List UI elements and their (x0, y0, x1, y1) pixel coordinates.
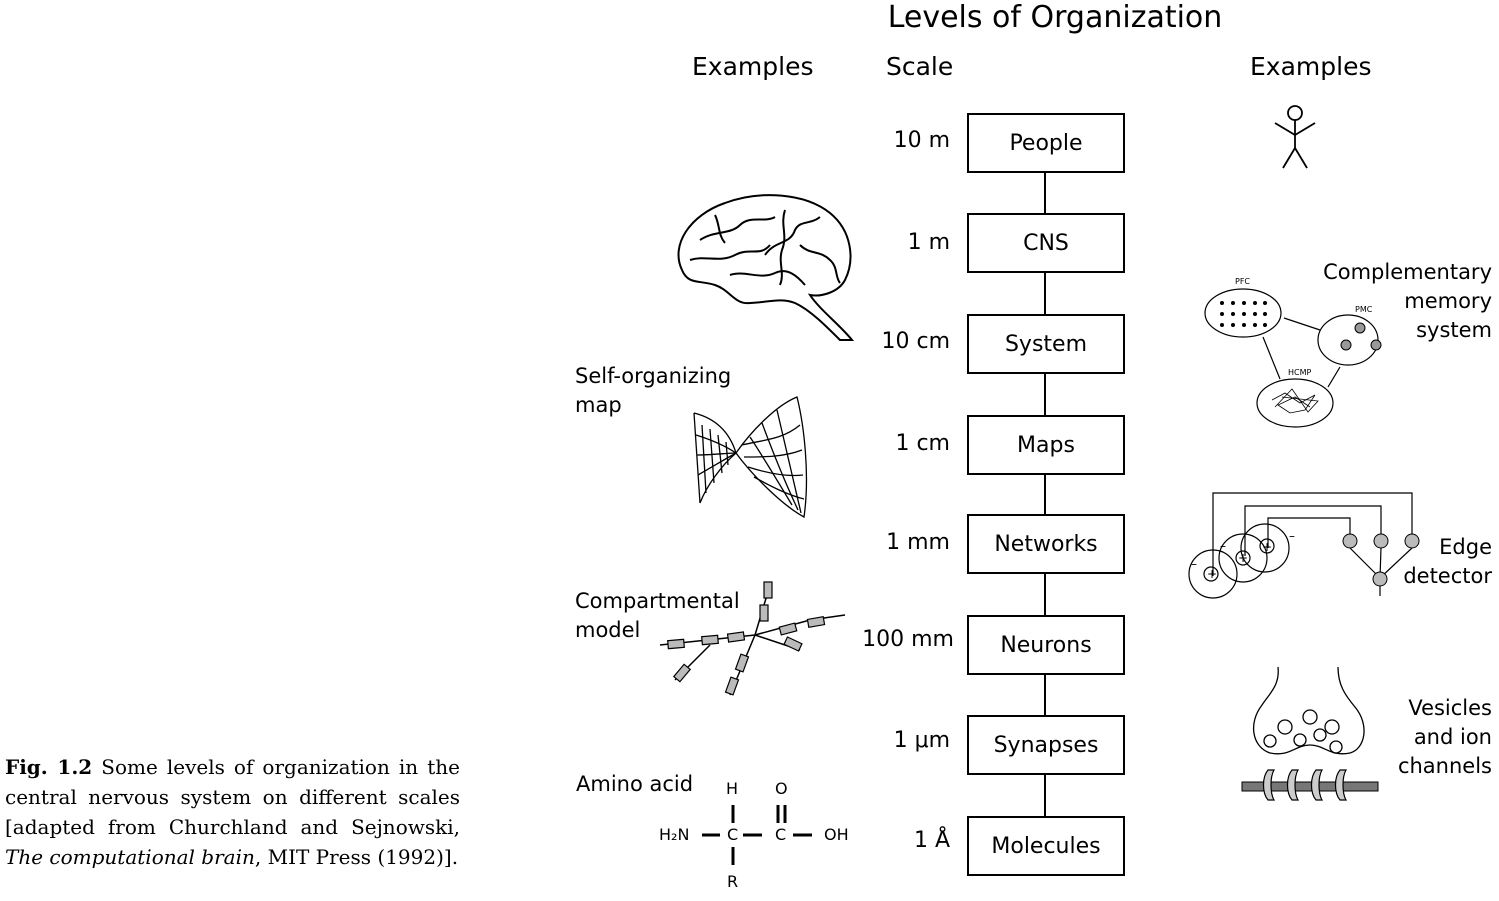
pfc-label: PFC (1235, 277, 1251, 286)
svg-text:+: + (1262, 540, 1272, 554)
compartmental-model-icon (659, 581, 846, 696)
amino-acid-label: Amino acid (576, 772, 694, 796)
level-box-system: System (967, 314, 1125, 374)
caption-text-end: , MIT Press (1992)]. (254, 845, 459, 869)
som-grid-icon (693, 396, 808, 519)
level-label: Networks (994, 531, 1098, 557)
caption-text: Some levels of organization in the centr… (5, 755, 460, 839)
level-label: Maps (1017, 432, 1075, 458)
amino-h: H (726, 779, 739, 798)
examples-left-header: Examples (692, 52, 814, 81)
scale-label: 1 Å (913, 828, 950, 853)
connector-line (1044, 675, 1046, 715)
examples-right-header: Examples (1250, 52, 1372, 81)
svg-text:–: – (1220, 539, 1226, 553)
connector-line (1044, 775, 1046, 816)
scale-label: 10 cm (881, 329, 950, 354)
vesicles-label: Vesicles and ion channels (1397, 696, 1492, 778)
edge-detector-label: Edge detector (1403, 535, 1492, 588)
figure-caption: Fig. 1.2 Some levels of organization in … (5, 752, 460, 872)
person-icon (1274, 105, 1316, 169)
level-label: System (1004, 331, 1088, 357)
diagram-title: Levels of Organization (887, 0, 1223, 35)
amino-n: H₂N (659, 825, 690, 844)
level-label: CNS (1023, 230, 1069, 256)
brain-icon (677, 194, 855, 341)
level-box-people: People (967, 113, 1125, 173)
edge-detector-icon: + + + – – – (1188, 492, 1420, 599)
memory-system-icon (1204, 288, 1382, 428)
scale-label: 1 mm (886, 530, 950, 555)
amino-oh: OH (824, 825, 849, 844)
svg-text:–: – (1191, 557, 1197, 571)
hcmp-label: HCMP (1288, 368, 1312, 377)
connector-line (1044, 173, 1046, 213)
caption-fig-number: Fig. 1.2 (5, 755, 93, 779)
amino-o: O (775, 779, 788, 798)
level-label: Synapses (993, 732, 1099, 758)
connector-line (1044, 273, 1046, 314)
svg-text:+: + (1207, 567, 1217, 581)
compartmental-label: Compartmental model (575, 589, 740, 642)
svg-text:–: – (1289, 529, 1295, 543)
level-box-maps: Maps (967, 415, 1125, 475)
level-label: People (1009, 130, 1083, 156)
pmc-label: PMC (1355, 305, 1373, 314)
level-box-neurons: Neurons (967, 615, 1125, 675)
amino-r: R (727, 872, 739, 891)
svg-text:+: + (1238, 551, 1248, 565)
scale-label: 1 m (907, 230, 950, 255)
scale-label: 1 cm (895, 431, 950, 456)
amino-c2: C (775, 825, 787, 844)
level-box-networks: Networks (967, 514, 1125, 574)
synapse-icon (1241, 666, 1379, 801)
level-box-molecules: Molecules (967, 816, 1125, 876)
amino-bonds (702, 805, 812, 865)
caption-italic: The computational brain (5, 845, 255, 869)
level-box-cns: CNS (967, 213, 1125, 273)
level-label: Neurons (1000, 632, 1092, 658)
level-label: Molecules (991, 833, 1101, 859)
scale-label: 10 m (893, 128, 950, 153)
scale-header: Scale (886, 52, 954, 81)
memory-system-label: Complementary memory system (1323, 260, 1492, 342)
scale-label: 1 μm (893, 728, 950, 753)
connector-line (1044, 475, 1046, 514)
connector-line (1044, 574, 1046, 615)
scale-label: 100 mm (862, 627, 954, 652)
som-label: Self-organizing map (575, 364, 732, 417)
amino-c1: C (727, 825, 739, 844)
level-box-synapses: Synapses (967, 715, 1125, 775)
connector-line (1044, 374, 1046, 415)
